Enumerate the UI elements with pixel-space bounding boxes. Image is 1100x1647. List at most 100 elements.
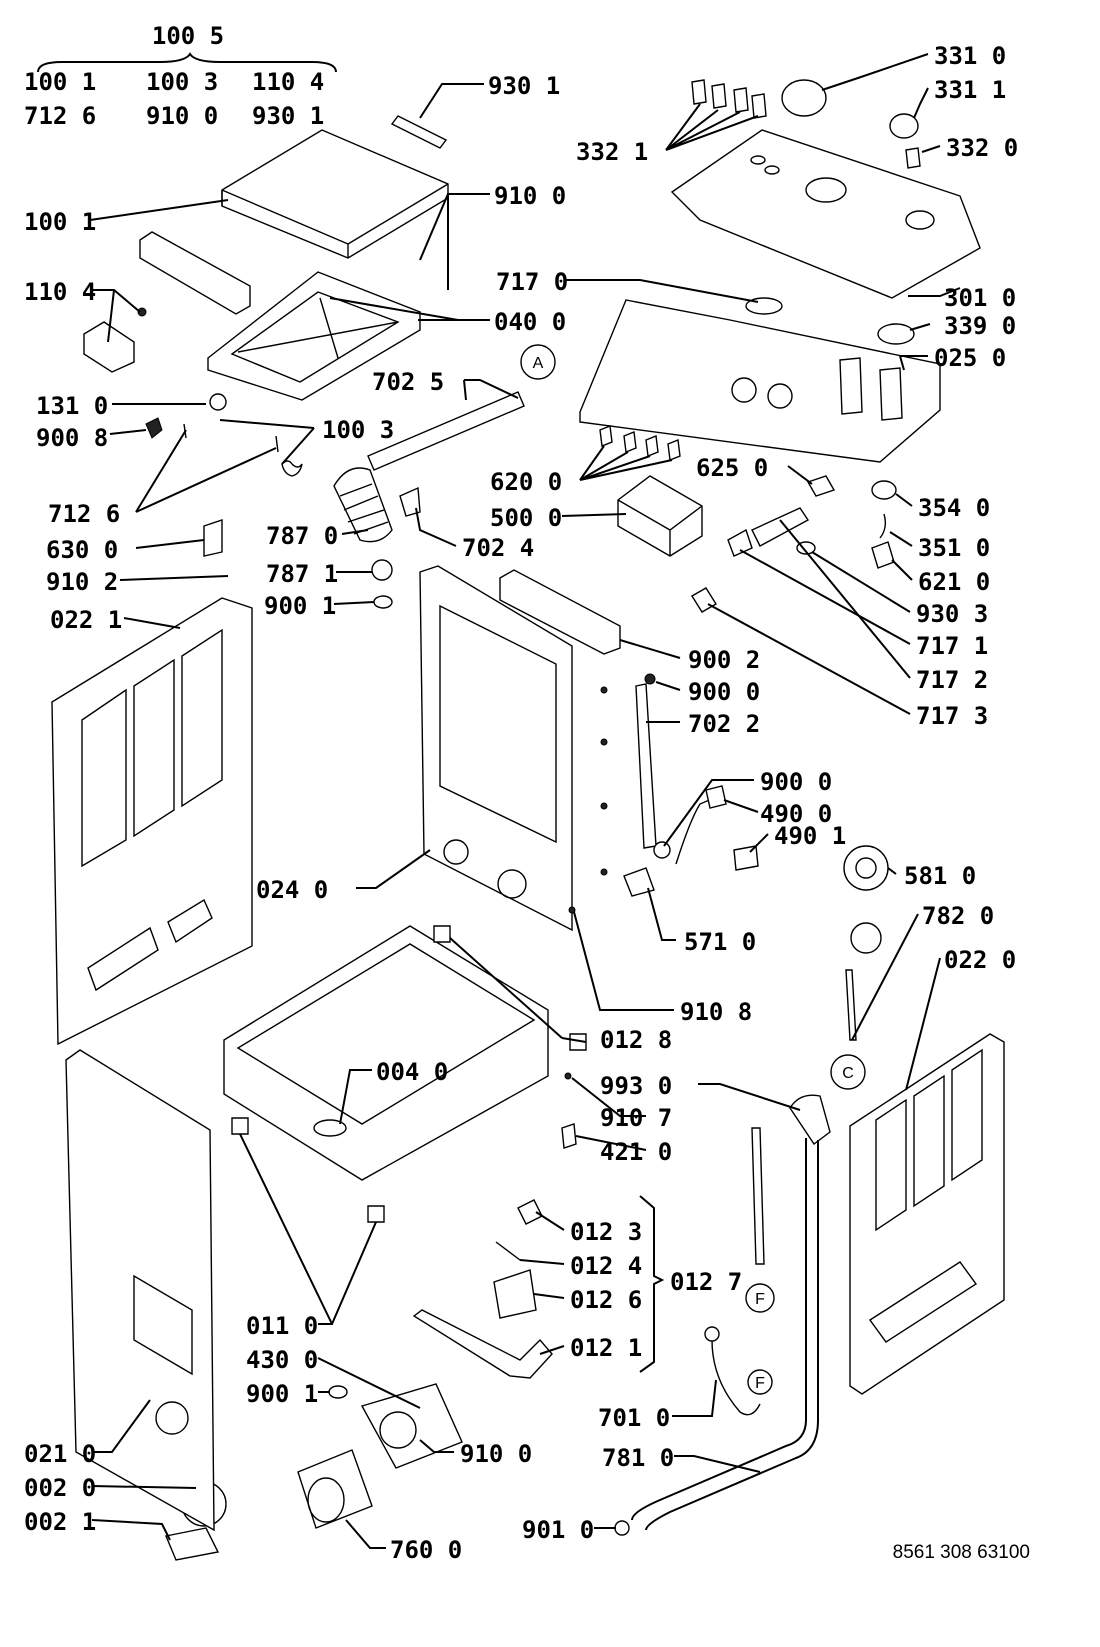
lock-131-0 [209, 393, 227, 411]
marker-a-label: A [533, 355, 544, 372]
rod-f [751, 1127, 765, 1265]
callout-012-4: 012 4 [570, 1252, 642, 1280]
callout-900-2: 900 2 [688, 646, 760, 674]
base-frame-004-0-inner [236, 943, 536, 1125]
leader-717-1 [739, 549, 911, 645]
pump-housing-port [379, 1411, 417, 1449]
leader-012-1 [539, 1345, 565, 1355]
leader-012-6 [533, 1293, 565, 1299]
group-member-2: 100 3 [146, 68, 218, 96]
callout-910-2: 910 2 [46, 568, 118, 596]
leader-717-3 [707, 603, 911, 715]
control-panel-301-0 [670, 129, 981, 299]
leader-910-7 [571, 1077, 646, 1117]
foot-011-0-a [231, 1117, 249, 1135]
callout-782-0: 782 0 [922, 902, 994, 930]
callout-002-0: 002 0 [24, 1474, 96, 1502]
leader-500-0 [561, 513, 627, 517]
cable-490-0 [675, 797, 715, 865]
leader-701-0 [672, 1379, 717, 1417]
callout-301-0: 301 0 [944, 284, 1016, 312]
callout-100-1: 100 1 [24, 208, 96, 236]
leader-100-1 [89, 199, 229, 221]
rear-panel-window [439, 604, 557, 844]
module-500-0-edges [617, 499, 703, 556]
side-panel-022-0-ribs [875, 1048, 983, 1232]
callout-430-0: 430 0 [246, 1346, 318, 1374]
side-panel-022-0 [849, 1033, 1005, 1395]
callout-781-0: 781 0 [602, 1444, 674, 1472]
group-member-4: 712 6 [24, 102, 96, 130]
leader-012-4 [519, 1259, 565, 1265]
side-panel-022-1 [51, 597, 253, 1046]
leader-490-0 [723, 799, 759, 813]
callout-331-0: 331 0 [934, 42, 1006, 70]
leader-581-0 [887, 867, 897, 875]
part-717-1 [727, 528, 753, 557]
leader-110-4 [92, 289, 141, 343]
screw-4 [600, 868, 608, 876]
leader-900-0-b [663, 779, 754, 847]
leader-621-0 [891, 559, 913, 581]
callout-910-7: 910 7 [600, 1104, 672, 1132]
rear-panel-hole-1 [443, 839, 469, 865]
callout-630-0: 630 0 [46, 536, 118, 564]
leader-301-0 [908, 287, 961, 297]
callout-331-1: 331 1 [934, 76, 1006, 104]
marker-c-label: C [842, 1065, 854, 1082]
side-panel-022-0-cutout [868, 1261, 978, 1343]
cap-002-1 [165, 1527, 220, 1561]
latch-110-4 [83, 321, 135, 373]
panel-button-recess-1 [750, 155, 766, 165]
leader-421-0 [575, 1135, 647, 1151]
callout-900-0-b: 900 0 [760, 768, 832, 796]
callout-930-1-top: 930 1 [488, 72, 560, 100]
leader-900-0-a [655, 681, 681, 691]
filter-787-1 [371, 559, 393, 581]
leader-910-2 [119, 575, 229, 581]
callout-717-1: 717 1 [916, 632, 988, 660]
callout-901-0: 901 0 [522, 1516, 594, 1544]
callout-labels: 930 1 100 1 910 0 110 4 040 0 717 0 702 … [24, 42, 1018, 1564]
marker-c [830, 1054, 866, 1090]
callout-490-1: 490 1 [774, 822, 846, 850]
leader-025-0 [898, 355, 928, 371]
callout-332-1: 332 1 [576, 138, 648, 166]
filter-490-1 [733, 845, 759, 871]
leader-782-0 [851, 913, 919, 1041]
leader-760-0 [345, 1519, 386, 1549]
callout-012-3: 012 3 [570, 1218, 642, 1246]
leader-490-1 [749, 833, 769, 853]
callout-332-0: 332 0 [946, 134, 1018, 162]
callout-110-4: 110 4 [24, 278, 96, 306]
callout-910-8: 910 8 [680, 998, 752, 1026]
leader-021-0 [92, 1399, 151, 1453]
console-base-025-0 [579, 299, 941, 463]
front-panel-021-0 [65, 1049, 215, 1532]
callout-339-0: 339 0 [944, 312, 1016, 340]
clamp-900-1 [373, 595, 393, 609]
clip-900-0-a [644, 673, 656, 685]
leader-011-0 [239, 1133, 377, 1325]
clip-900-8 [145, 417, 163, 439]
leader-004-0 [339, 1069, 372, 1125]
console-slots [839, 357, 903, 421]
callout-022-1: 022 1 [50, 606, 122, 634]
leader-910-0-top [419, 193, 490, 290]
foot-012-8 [569, 1033, 587, 1051]
leader-900-2 [619, 639, 681, 659]
leader-625-0 [787, 465, 813, 485]
pins-712-6 [183, 423, 279, 453]
clip-900-0-b [653, 841, 671, 859]
callout-022-0: 022 0 [944, 946, 1016, 974]
part-012-1 [412, 1309, 553, 1379]
leader-620-0 [579, 445, 673, 481]
group-member-5: 910 0 [146, 102, 218, 130]
drain-hose-781-0 [631, 1138, 807, 1521]
clamp-900-1-bottom [328, 1385, 348, 1399]
leader-787-0 [341, 529, 369, 535]
header-group: 100 5 100 1 100 3 110 4 712 6 910 0 930 … [24, 22, 337, 130]
part-351-0 [879, 513, 887, 539]
leader-900-1-top [333, 601, 375, 605]
